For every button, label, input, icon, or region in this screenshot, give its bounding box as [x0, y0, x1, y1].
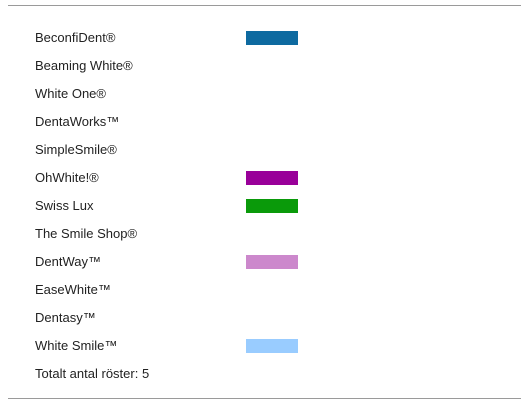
vote-bar	[246, 171, 298, 185]
option-label: Beaming White®	[35, 58, 133, 73]
vote-bar	[246, 255, 298, 269]
result-row: DentWay™	[35, 251, 505, 273]
result-row: EaseWhite™	[35, 279, 505, 301]
option-label: The Smile Shop®	[35, 226, 138, 241]
result-row: SimpleSmile®	[35, 139, 505, 161]
result-row: The Smile Shop®	[35, 223, 505, 245]
poll-results-panel: BeconfiDent® Beaming White® White One® D…	[8, 5, 521, 399]
result-row: Swiss Lux	[35, 195, 505, 217]
option-label: OhWhite!®	[35, 170, 99, 185]
vote-bar	[246, 339, 298, 353]
vote-bar	[246, 31, 298, 45]
option-label: Swiss Lux	[35, 198, 94, 213]
result-row: DentaWorks™	[35, 111, 505, 133]
option-label: Dentasy™	[35, 310, 96, 325]
option-label: White One®	[35, 86, 106, 101]
option-label: DentaWorks™	[35, 114, 120, 129]
option-label: DentWay™	[35, 254, 101, 269]
result-row: White One®	[35, 83, 505, 105]
result-row: Beaming White®	[35, 55, 505, 77]
result-row: BeconfiDent®	[35, 27, 505, 49]
total-votes-label: Totalt antal röster: 5	[35, 366, 150, 381]
result-row: Dentasy™	[35, 307, 505, 329]
option-label: White Smile™	[35, 338, 118, 353]
option-label: EaseWhite™	[35, 282, 111, 297]
result-row: White Smile™	[35, 335, 505, 357]
result-row: OhWhite!®	[35, 167, 505, 189]
option-label: SimpleSmile®	[35, 142, 117, 157]
option-label: BeconfiDent®	[35, 30, 116, 45]
vote-bar	[246, 199, 298, 213]
